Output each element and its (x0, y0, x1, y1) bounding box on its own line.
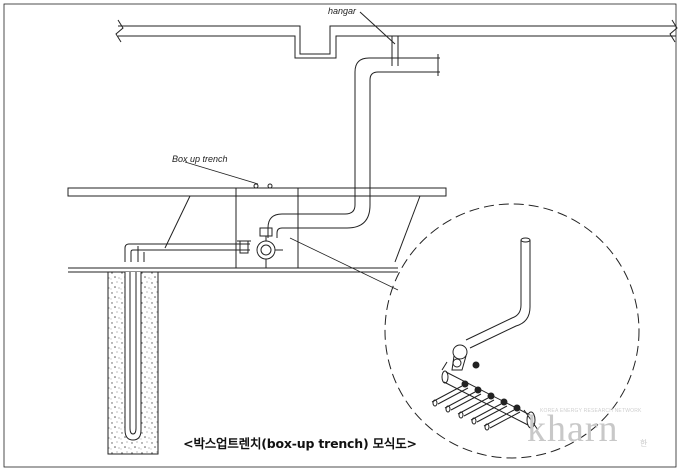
detail-leader (289, 237, 399, 291)
figure-caption: <박스업트렌치(box-up trench) 모식도> (183, 436, 417, 451)
watermark-side: 한 (640, 439, 648, 448)
box-up-trench-label: Box up trench (172, 154, 228, 164)
feed-pipe (124, 243, 250, 262)
detail-branch-pipes (431, 380, 521, 431)
detail-riser-pipe (465, 237, 531, 349)
hangar-label: hangar (328, 6, 357, 16)
detail-header-pipe (441, 370, 539, 431)
ceiling-slab (115, 19, 678, 59)
riser-pipe (267, 54, 440, 238)
box-up-trench (184, 161, 299, 269)
hangar-rod (359, 11, 399, 66)
watermark-logo: kharn (527, 408, 619, 450)
ground-borehole (107, 271, 159, 455)
watermark-tagline: KOREA ENERGY RESEARCH NETWORK (540, 408, 642, 414)
detail-valve (441, 344, 480, 371)
border-frame (3, 3, 677, 468)
valve-assembly (237, 227, 283, 268)
detail-circle (384, 203, 640, 459)
